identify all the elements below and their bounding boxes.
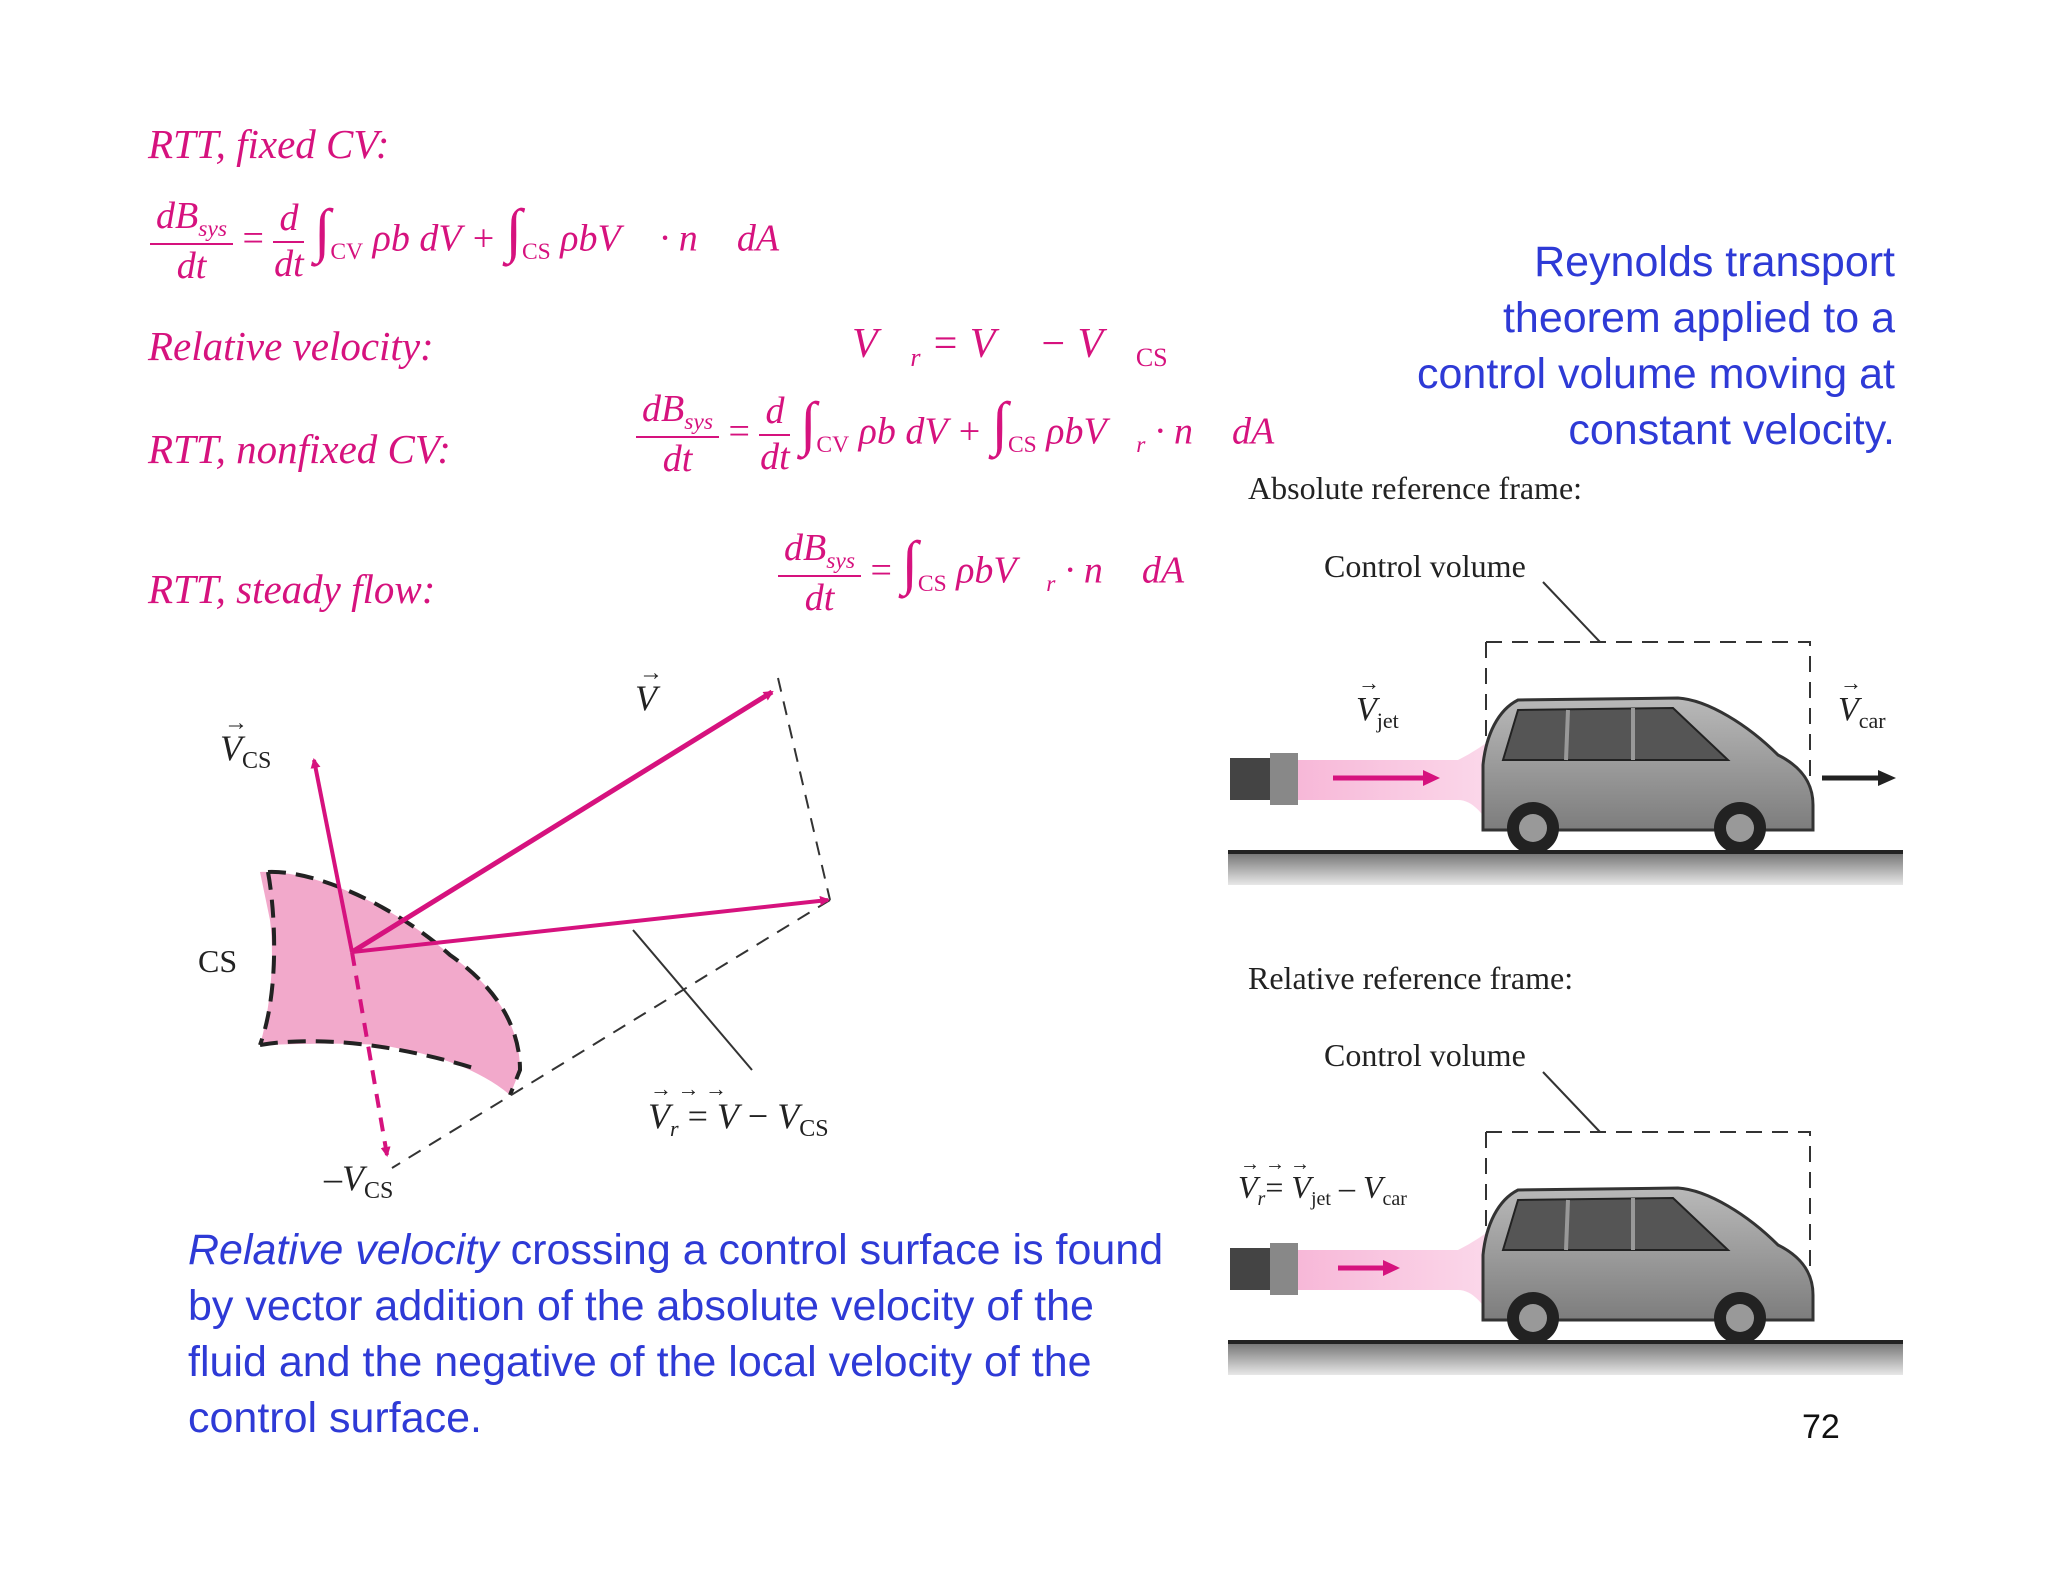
neg-v-cs-vector xyxy=(350,951,391,1157)
absolute-frame-title: Absolute reference frame: xyxy=(1248,470,1583,506)
relative-velocity-vector-diagram: CS V → VCS → –VCS Vr = V − VCS → → → xyxy=(198,660,831,1204)
water-jet xyxy=(1298,1230,1490,1315)
v-label-arrow: → xyxy=(639,660,663,686)
relative-velocity-equation: V⃗r = V⃗ − V⃗CS xyxy=(852,321,1168,373)
vjet-label: Vjet xyxy=(1356,691,1399,733)
cs-label: CS xyxy=(198,943,237,979)
vr-equation-arrows: → → → xyxy=(650,1076,727,1101)
vr-vector xyxy=(351,895,830,954)
page-number: 72 xyxy=(1802,1408,1840,1446)
relative-velocity-heading: Relative velocity: xyxy=(148,323,434,369)
cv-leader xyxy=(1542,581,1601,643)
v-vector xyxy=(350,689,774,955)
rtt-nonfixed-heading: RTT, nonfixed CV: xyxy=(148,426,451,472)
control-volume-box xyxy=(1485,1131,1811,1280)
rtt-moving-cv-caption: Reynolds transport theorem applied to a … xyxy=(1417,238,1895,454)
jet-nozzle xyxy=(1230,1248,1270,1290)
absolute-frame-diagram: Vjet → Vcar → xyxy=(1228,581,1903,885)
control-surface-dashed-edge-left xyxy=(258,871,277,1046)
vr-leader-line xyxy=(632,929,753,1071)
water-jet xyxy=(1298,740,1490,825)
control-surface-patch xyxy=(260,871,520,1095)
parallelogram-dashed-right xyxy=(777,677,831,901)
relative-frame-cv-label: Control volume xyxy=(1324,1037,1526,1073)
ground xyxy=(1228,850,1903,885)
control-volume-box xyxy=(1485,641,1811,790)
rtt-steady-heading: RTT, steady flow: xyxy=(148,566,436,612)
parallelogram-dashed-bottom xyxy=(391,899,831,1169)
svg-text:→: → xyxy=(1358,670,1380,695)
vr-relation-label: Vr= Vjet – Vcar xyxy=(1238,1169,1407,1210)
v-label: V xyxy=(635,678,661,718)
vcs-label-arrow: → xyxy=(224,710,248,736)
absolute-frame-cv-label: Control volume xyxy=(1324,548,1526,584)
svg-text:→: → xyxy=(1840,670,1862,695)
ground xyxy=(1228,1340,1903,1375)
svg-text:→ → →: → → → xyxy=(1240,1153,1310,1175)
vcs-label: VCS xyxy=(220,728,271,774)
relative-velocity-caption: Relative velocity crossing a control sur… xyxy=(188,1226,1164,1442)
relative-frame-title: Relative reference frame: xyxy=(1248,960,1574,996)
rtt-fixed-heading: RTT, fixed CV: xyxy=(148,121,390,167)
control-surface-dashed-edge xyxy=(267,869,523,1096)
relative-frame-diagram: Vr= Vjet – Vcar → → → xyxy=(1228,1071,1903,1375)
jet-nozzle xyxy=(1230,758,1270,800)
neg-vcs-label: –VCS xyxy=(323,1158,393,1204)
v-cs-vector xyxy=(310,758,354,953)
cv-leader xyxy=(1542,1071,1601,1133)
vr-equation: Vr = V − VCS xyxy=(648,1096,829,1142)
vcar-label: Vcar xyxy=(1838,691,1886,733)
